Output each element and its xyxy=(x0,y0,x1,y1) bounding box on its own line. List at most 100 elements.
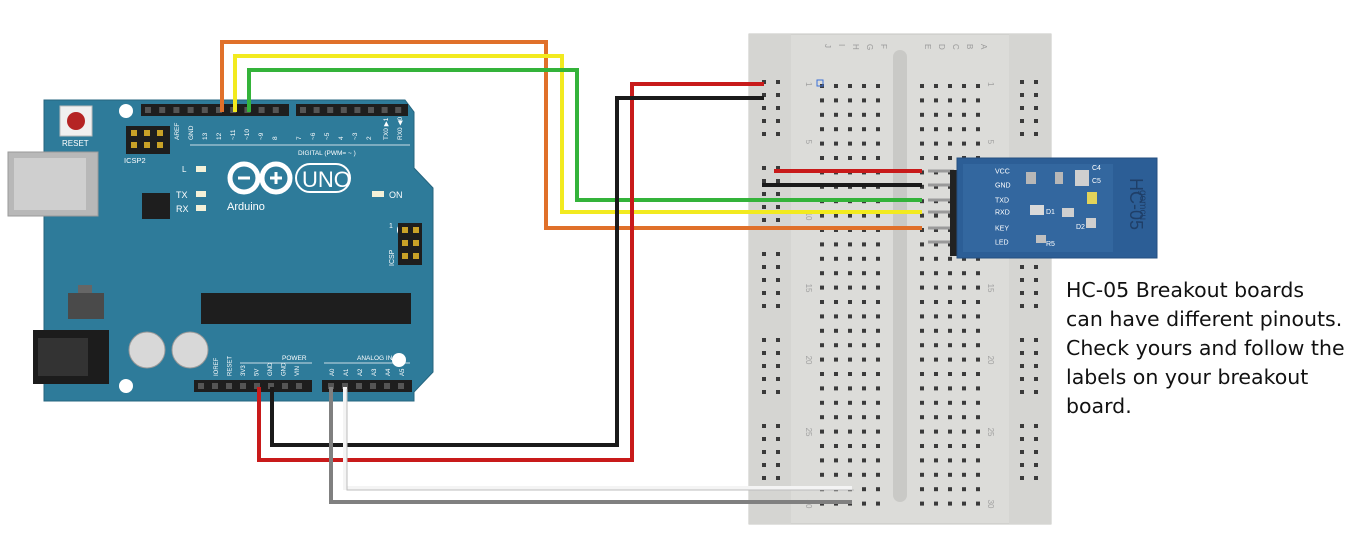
rail-hole xyxy=(776,132,780,136)
breadboard-hole xyxy=(862,357,866,362)
breadboard-hole xyxy=(934,415,938,420)
rail-hole xyxy=(762,179,766,183)
breadboard-hole xyxy=(920,314,924,319)
breadboard-hole xyxy=(934,156,938,160)
breadboard-hole xyxy=(820,372,824,376)
breadboard-hole xyxy=(934,372,938,376)
breadboard-hole xyxy=(862,84,866,88)
breadboard-hole xyxy=(934,386,938,391)
breadboard-hole xyxy=(862,127,866,132)
breadboard-hole xyxy=(920,458,924,463)
module-component-label: R5 xyxy=(1046,241,1055,248)
header-socket xyxy=(398,383,404,389)
rail-hole xyxy=(1034,424,1038,428)
column-letter: C xyxy=(951,44,960,50)
breadboard-hole xyxy=(820,415,824,420)
breadboard-hole xyxy=(862,429,866,434)
breadboard-hole xyxy=(976,400,980,405)
breadboard-hole xyxy=(876,141,880,146)
rail-hole xyxy=(776,80,780,84)
breadboard-hole xyxy=(820,444,824,448)
header-socket xyxy=(296,383,302,389)
breadboard-hole xyxy=(848,444,852,448)
breadboard-hole xyxy=(962,458,966,463)
analog-label: ANALOG IN xyxy=(357,355,393,362)
breadboard-hole xyxy=(962,271,966,276)
breadboard-hole xyxy=(934,141,938,146)
breadboard-hole xyxy=(876,372,880,376)
digital-pin-label: GND xyxy=(188,125,195,140)
column-letter: B xyxy=(965,44,974,49)
rail-hole xyxy=(1034,80,1038,84)
row-number: 10 xyxy=(804,212,813,221)
breadboard-hole xyxy=(876,415,880,420)
breadboard-hole xyxy=(862,141,866,146)
digital-pin-label: ~9 xyxy=(258,132,265,140)
row-number: 5 xyxy=(804,140,813,145)
breadboard-hole xyxy=(848,271,852,276)
icsp-pin1-label: 1 xyxy=(389,223,393,230)
breadboard-hole xyxy=(934,256,938,261)
breadboard-hole xyxy=(848,141,852,146)
breadboard-hole xyxy=(862,285,866,290)
digital-pin-label: ~5 xyxy=(324,132,331,140)
breadboard-hole xyxy=(862,444,866,448)
breadboard-hole xyxy=(876,328,880,333)
rail-hole xyxy=(1034,476,1038,480)
breadboard-hole xyxy=(934,472,938,477)
rail-hole xyxy=(1020,132,1024,136)
rail-hole xyxy=(776,218,780,222)
breadboard-hole xyxy=(820,314,824,319)
capacitor xyxy=(128,331,166,369)
breadboard-hole xyxy=(934,328,938,333)
rail-hole xyxy=(762,351,766,355)
breadboard-hole xyxy=(920,156,924,160)
rail-hole xyxy=(1020,265,1024,269)
breadboard-hole xyxy=(976,285,980,290)
breadboard-hole xyxy=(920,242,924,247)
breadboard-hole xyxy=(962,328,966,333)
rail-hole xyxy=(776,476,780,480)
breadboard-hole xyxy=(962,501,966,506)
analog-pin-label: A1 xyxy=(344,368,350,376)
power-pin-label: 5V xyxy=(255,369,261,376)
header-pin xyxy=(413,240,419,246)
breadboard-hole xyxy=(834,458,838,463)
breadboard-hole xyxy=(862,400,866,405)
rail-hole xyxy=(776,304,780,308)
tx-label: TX xyxy=(176,190,188,200)
header-pin xyxy=(157,142,163,148)
power-header xyxy=(194,380,312,392)
rx-label: RX xyxy=(176,204,189,214)
rail-hole xyxy=(762,218,766,222)
breadboard-hole xyxy=(920,343,924,348)
breadboard-hole xyxy=(948,357,952,362)
rail-hole xyxy=(1034,390,1038,394)
row-number: 15 xyxy=(804,284,813,293)
breadboard-hole xyxy=(976,487,980,492)
breadboard-hole xyxy=(876,458,880,463)
rail-hole xyxy=(776,351,780,355)
breadboard-hole xyxy=(820,343,824,348)
module-pin xyxy=(928,183,954,187)
breadboard-hole xyxy=(976,256,980,261)
breadboard-hole xyxy=(934,314,938,319)
rail-hole xyxy=(776,437,780,441)
breadboard-hole xyxy=(948,444,952,448)
breadboard-hole xyxy=(862,156,866,160)
column-letter: F xyxy=(879,44,888,49)
rail-hole xyxy=(1034,351,1038,355)
breadboard-hole xyxy=(948,84,952,88)
rail-hole xyxy=(1020,476,1024,480)
rail-hole xyxy=(762,278,766,282)
breadboard-hole xyxy=(834,429,838,434)
breadboard-hole xyxy=(862,386,866,391)
breadboard-hole xyxy=(948,472,952,477)
breadboard-hole xyxy=(876,112,880,117)
wire-red-5v xyxy=(257,82,764,462)
note-line: can have different pinouts. xyxy=(1066,307,1343,331)
reset-button-cap[interactable] xyxy=(67,112,85,130)
